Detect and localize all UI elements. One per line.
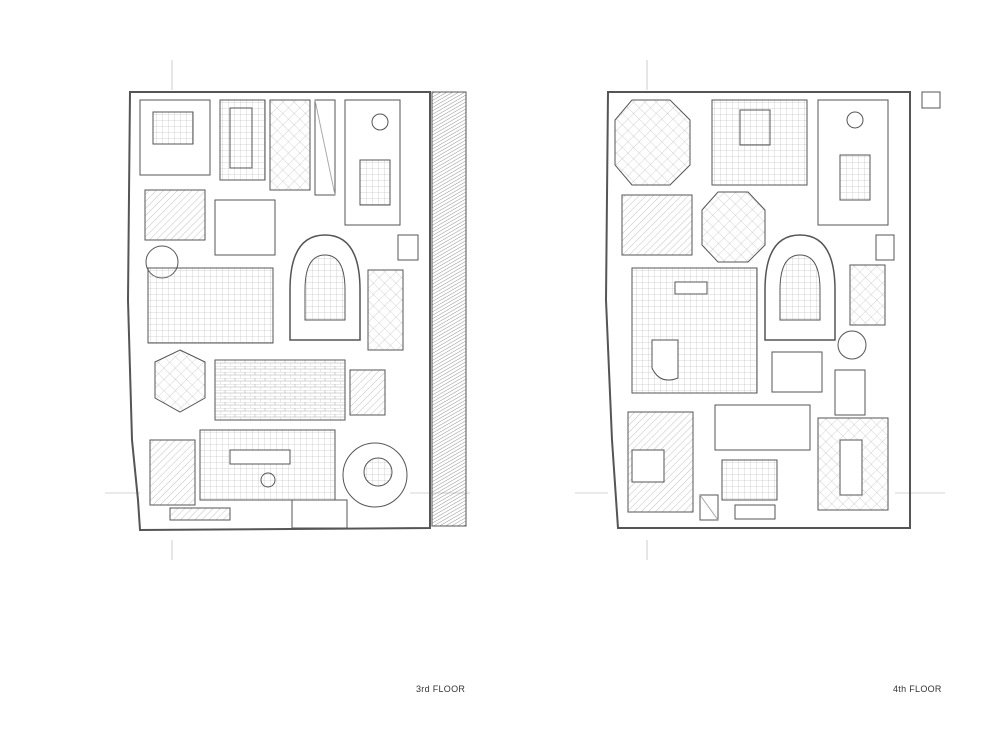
- outer-wall: [604, 91, 911, 529]
- octagon-room: [614, 99, 691, 186]
- elevator: [875, 234, 895, 261]
- living-room: [199, 429, 336, 501]
- oval-staircase: [289, 234, 361, 341]
- corridor: [214, 359, 346, 421]
- study: [144, 189, 206, 241]
- oval-stair-inner: [779, 254, 821, 321]
- desk-room: [834, 369, 866, 416]
- kitchen: [817, 99, 889, 226]
- bedroom: [139, 99, 211, 176]
- corridor: [714, 404, 811, 451]
- closet: [269, 99, 311, 191]
- round-table: [363, 457, 393, 487]
- octagon-room-2: [701, 191, 766, 263]
- service-stair: [349, 369, 386, 416]
- roof-box: [921, 91, 941, 109]
- hexagon-room: [154, 349, 206, 413]
- hall-room: [214, 199, 276, 256]
- kitchen: [344, 99, 401, 226]
- third-floor-plan: [105, 60, 470, 560]
- bathroom-tiles: [219, 99, 266, 181]
- coffee-table: [260, 472, 276, 488]
- round-room: [342, 442, 408, 508]
- axis-marks: [575, 60, 945, 560]
- bed: [739, 109, 771, 146]
- neighbor-building-hatch: [431, 91, 467, 527]
- outer-wall: [126, 91, 431, 532]
- bed-2: [631, 449, 665, 483]
- elevator: [397, 234, 419, 261]
- sofa: [674, 281, 708, 295]
- fourth-floor-plan: [575, 60, 945, 560]
- dining-table: [839, 439, 863, 496]
- fourth-floor-label: 4th FLOOR: [893, 684, 942, 694]
- bathtub: [229, 107, 253, 169]
- sofa: [229, 449, 291, 465]
- kitchen-island: [359, 159, 391, 206]
- shaft: [314, 99, 336, 196]
- study: [621, 194, 693, 256]
- side-room: [849, 264, 886, 326]
- bathroom: [721, 459, 778, 501]
- oval-stair-inner: [304, 254, 346, 321]
- closet: [699, 494, 719, 521]
- entry-strip: [169, 507, 231, 521]
- bed: [152, 111, 194, 145]
- entry-hall: [291, 499, 348, 529]
- table-icon: [371, 113, 389, 131]
- third-floor-label: 3rd FLOOR: [416, 684, 466, 694]
- oval-staircase: [764, 234, 836, 341]
- landing: [771, 351, 823, 393]
- bedroom: [711, 99, 808, 186]
- side-room: [367, 269, 404, 351]
- table-icon: [846, 111, 864, 129]
- grand-piano: [651, 339, 679, 381]
- lounge: [149, 439, 196, 506]
- kitchen-island: [839, 154, 871, 201]
- gallery: [147, 267, 274, 344]
- bath-fixture: [734, 504, 776, 520]
- spiral-stair: [837, 330, 867, 360]
